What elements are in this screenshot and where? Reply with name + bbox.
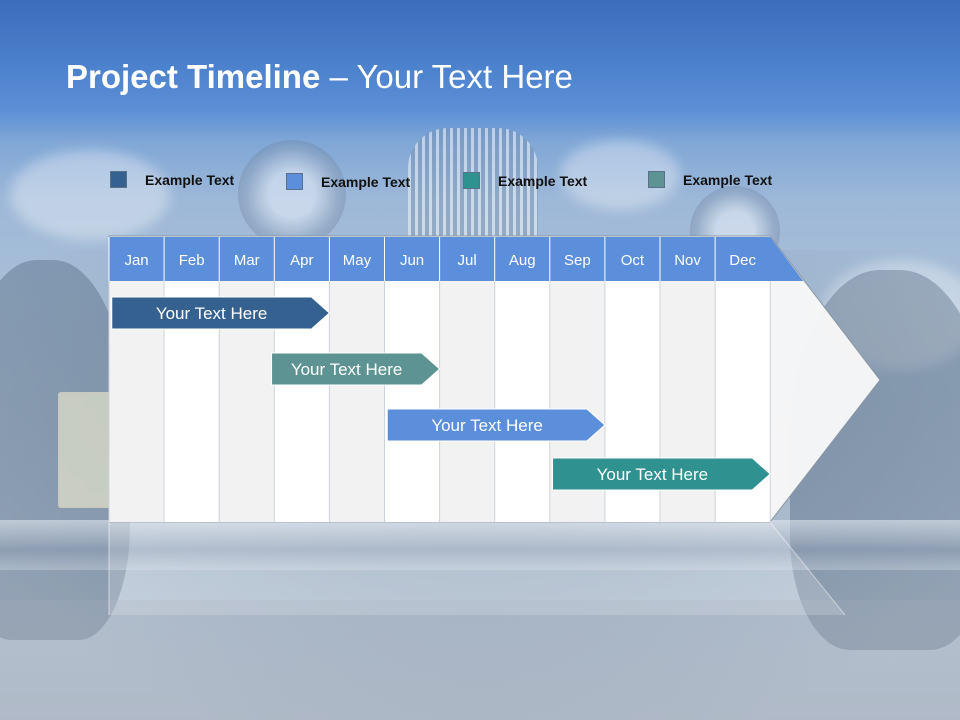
legend-swatch: [110, 171, 127, 188]
legend-swatch: [286, 173, 303, 190]
task-label: Your Text Here: [156, 304, 268, 323]
month-label: Dec: [729, 252, 756, 269]
timeline-reflection: [109, 522, 845, 615]
month-label: Apr: [290, 252, 313, 269]
road-background: [0, 600, 960, 720]
month-column: [329, 281, 385, 522]
month-label: Oct: [621, 252, 645, 269]
page-title: Project Timeline – Your Text Here: [66, 58, 573, 96]
title-separator: –: [329, 58, 348, 95]
cloud-decoration: [10, 150, 170, 240]
month-column: [494, 281, 550, 522]
task-bar[interactable]: Your Text Here: [386, 408, 606, 442]
task-bar[interactable]: Your Text Here: [271, 352, 441, 386]
legend-label: Example Text: [498, 172, 588, 189]
task-arrow-shape[interactable]: [111, 296, 331, 330]
month-header: Jan Feb Mar Apr May Jun Jul Aug Sep Oct Nov Dec: [108, 237, 804, 281]
task-arrow-shape[interactable]: [271, 352, 441, 386]
legend-item: Example Text: [286, 173, 410, 190]
month-label: Jul: [458, 252, 477, 269]
task-label: Your Text Here: [291, 360, 403, 379]
month-column: [439, 281, 495, 522]
legend-label: Example Text: [321, 173, 411, 190]
task-arrow-shape[interactable]: [386, 408, 606, 442]
legend-swatch: [648, 171, 665, 188]
car-headlight-left: [238, 140, 346, 248]
task-label: Your Text Here: [431, 416, 543, 435]
legend-item: Example Text: [463, 172, 587, 189]
legend-label: Example Text: [145, 171, 235, 188]
legend-swatch: [463, 172, 480, 189]
legend-item: Example Text: [110, 171, 234, 188]
task-bar[interactable]: Your Text Here: [111, 296, 331, 330]
title-rest: Your Text Here: [356, 58, 573, 95]
task-arrow-shape[interactable]: [552, 457, 771, 491]
legend-item: Example Text: [648, 171, 772, 188]
legend-label: Example Text: [683, 171, 773, 188]
month-label: Nov: [674, 252, 701, 269]
month-header-bar: [109, 237, 804, 281]
month-label: Mar: [234, 252, 260, 269]
month-label: May: [343, 252, 372, 269]
reflection-edge: [769, 521, 846, 616]
month-label: Jan: [124, 252, 148, 269]
month-label: Feb: [179, 252, 205, 269]
month-label: Sep: [564, 252, 591, 269]
month-column: [384, 281, 440, 522]
car-bumper: [0, 520, 960, 570]
title-bold: Project Timeline: [66, 58, 321, 95]
month-label: Jun: [400, 252, 424, 269]
month-label: Aug: [509, 252, 536, 269]
task-label: Your Text Here: [597, 465, 709, 484]
task-bar[interactable]: Your Text Here: [552, 457, 771, 491]
